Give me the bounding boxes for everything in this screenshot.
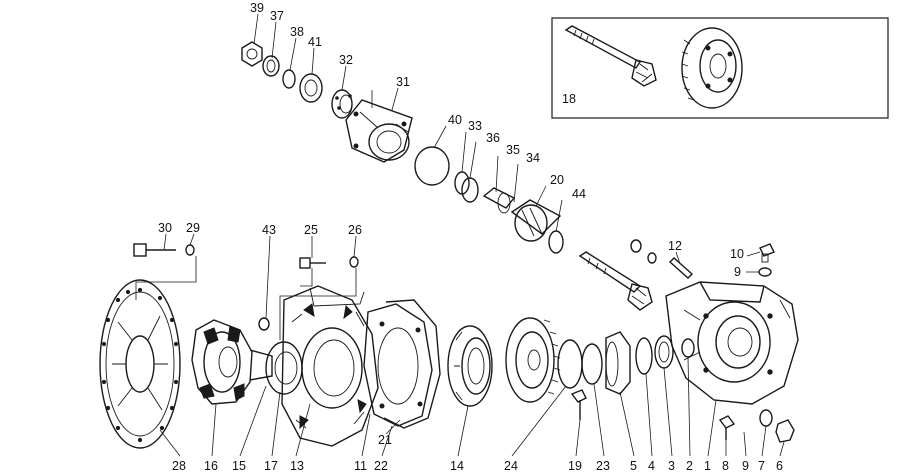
- callout-label: 31: [396, 75, 410, 89]
- callout-label: 37: [270, 9, 284, 23]
- breather-10: [759, 243, 775, 263]
- callout-label: 3: [668, 459, 675, 473]
- callout-label: 34: [526, 151, 540, 165]
- callout-label: 41: [308, 35, 322, 49]
- callout-label: 7: [758, 459, 765, 473]
- bearing-34-20: [510, 199, 562, 242]
- callout-label: 13: [290, 459, 304, 473]
- bearing-5: [605, 331, 631, 395]
- pinion-shaft-lower: [578, 251, 653, 311]
- callout-labels: 39 37 38 41 32 31 40 33 36 35 34 20 44 1…: [158, 1, 783, 473]
- callout-label: 17: [264, 459, 278, 473]
- seal-3: [654, 335, 674, 369]
- callout-label: 6: [776, 459, 783, 473]
- washer-26: [349, 256, 359, 268]
- small-washers: [630, 239, 657, 264]
- bolt-30: [133, 243, 176, 257]
- callout-label: 43: [262, 223, 276, 237]
- dowel-12: [668, 257, 694, 279]
- pinion-shaft-illustration: [564, 25, 657, 87]
- crown-wheel-24: [505, 317, 561, 403]
- callout-label: 5: [630, 459, 637, 473]
- callout-label: 32: [339, 53, 353, 67]
- pinion-housing-31: [345, 99, 413, 163]
- final-drive-housing-1: [665, 281, 799, 405]
- brake-disc-28: [99, 279, 181, 449]
- callout-label: 20: [550, 173, 564, 187]
- callout-label: 4: [648, 459, 655, 473]
- callout-label: 36: [486, 131, 500, 145]
- ring-38: [282, 69, 296, 89]
- callout-label: 2: [686, 459, 693, 473]
- callout-label: 25: [304, 223, 318, 237]
- callout-label: 44: [572, 187, 586, 201]
- spacer-35: [482, 187, 516, 214]
- washer-37: [262, 55, 280, 77]
- washer-9-top: [758, 267, 772, 277]
- callout-label: 33: [468, 119, 482, 133]
- callout-label: 30: [158, 221, 172, 235]
- callout-label: 12: [668, 239, 682, 253]
- callout-label: 23: [596, 459, 610, 473]
- plug-6: [775, 419, 795, 443]
- callout-label: 24: [504, 459, 518, 473]
- bearing-14: [447, 325, 493, 407]
- callout-label: 11: [354, 459, 367, 473]
- callout-label: 9: [742, 459, 749, 473]
- bolt-19: [570, 389, 587, 420]
- callout-label: 29: [186, 221, 200, 235]
- wheel-hub-16: [191, 319, 273, 405]
- rings-23: [557, 339, 603, 389]
- callout-label: 9: [734, 265, 741, 279]
- callout-label: 26: [348, 223, 362, 237]
- oring-40: [414, 146, 450, 186]
- callout-label: 16: [204, 459, 218, 473]
- callout-label: 28: [172, 459, 186, 473]
- ring-36: [461, 177, 479, 203]
- shim-4: [635, 337, 653, 375]
- callout-label: 19: [568, 459, 582, 473]
- callout-label: 35: [506, 143, 520, 157]
- callout-label-18: 18: [562, 92, 576, 106]
- washer-29: [185, 244, 195, 256]
- callout-label: 8: [722, 459, 729, 473]
- shim-44: [548, 230, 564, 254]
- callout-label: 21: [378, 433, 392, 447]
- inset-bevel-gear-set: 18: [551, 17, 889, 119]
- leader-lines: [135, 13, 785, 457]
- drain-plug-8: [718, 415, 736, 440]
- washer-43: [258, 317, 270, 331]
- seal-41: [299, 73, 323, 103]
- ring-2: [681, 338, 695, 358]
- callout-label: 40: [448, 113, 462, 127]
- callout-label: 39: [250, 1, 264, 15]
- callout-label: 15: [232, 459, 246, 473]
- pinion-nut-39: [241, 41, 263, 67]
- bolt-25: [299, 257, 326, 269]
- callout-label: 14: [450, 459, 464, 473]
- crown-wheel-illustration: [681, 27, 743, 109]
- washer-7: [759, 409, 773, 427]
- gaskets-11-21-22: [363, 299, 441, 429]
- callout-label: 38: [290, 25, 304, 39]
- callout-label: 10: [730, 247, 744, 261]
- callout-label: 1: [704, 459, 711, 473]
- callout-label: 22: [374, 459, 388, 473]
- bearing-32: [331, 89, 353, 119]
